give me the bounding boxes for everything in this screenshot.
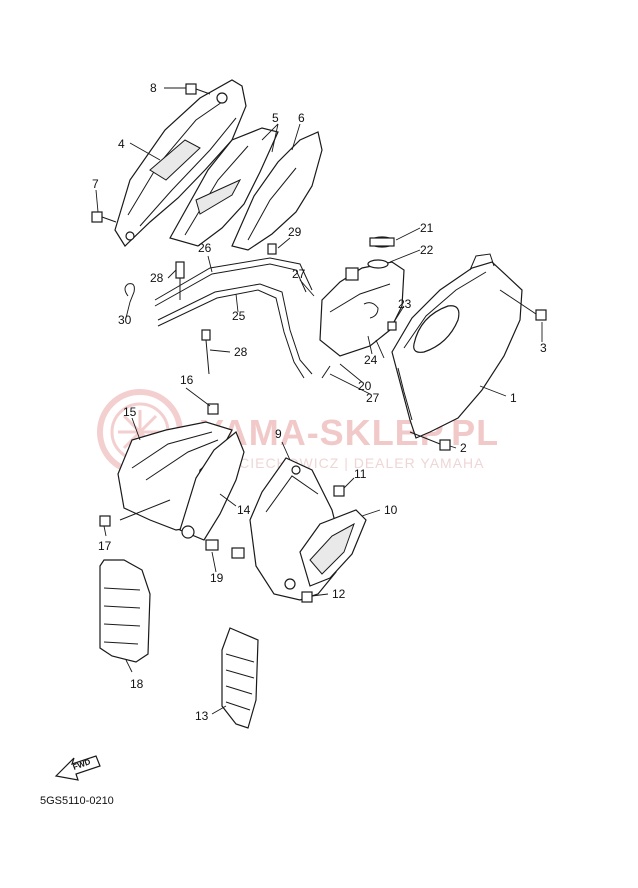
callout-17: 17	[98, 539, 112, 553]
bolt-2	[409, 431, 451, 451]
callout-28-upper: 28	[150, 271, 164, 285]
callout-21: 21	[420, 221, 434, 235]
callout-6: 6	[298, 111, 305, 125]
part-26-hose	[154, 257, 313, 307]
callout-8: 8	[150, 81, 157, 95]
fwd-arrow-icon: FWD	[54, 755, 101, 781]
callout-10: 10	[384, 503, 398, 517]
callout-11: 11	[354, 467, 367, 481]
bolt-23	[387, 321, 397, 331]
callout-27-upper: 27	[292, 267, 306, 281]
bolt-17	[99, 515, 111, 527]
bolt-12	[301, 591, 313, 603]
part-5-side-cover-strip	[169, 127, 279, 247]
callout-19: 19	[210, 571, 224, 585]
callout-28-lower: 28	[234, 345, 248, 359]
part-22-gasket	[367, 259, 389, 269]
bolt-11	[333, 485, 345, 497]
part-21-cap	[369, 236, 395, 248]
part-15-radiator-cover	[117, 421, 233, 531]
part-19-clip-a	[205, 539, 219, 551]
callout-27-lower: 27	[366, 391, 380, 405]
callout-30: 30	[118, 313, 132, 327]
callout-3: 3	[540, 341, 547, 355]
callout-24: 24	[364, 353, 378, 367]
callout-7: 7	[92, 177, 99, 191]
callout-18: 18	[130, 677, 144, 691]
part-30-clip	[124, 283, 135, 303]
callout-4: 4	[118, 137, 125, 151]
callout-26: 26	[198, 241, 212, 255]
part-1-number-plate	[391, 253, 523, 439]
bolt-8	[185, 83, 211, 95]
diagram-code: 5GS5110-0210	[40, 795, 114, 807]
callout-14: 14	[237, 503, 251, 517]
part-10-panel-plate	[299, 509, 367, 587]
part-13-radiator-louver	[221, 627, 259, 729]
callout-labels: 1 2 3 4 5 6 7 8 9 10 11 12 13 14 15 16 1…	[92, 81, 547, 723]
callout-25: 25	[232, 309, 246, 323]
bolt-16	[207, 403, 219, 415]
callout-16: 16	[180, 373, 194, 387]
part-20-reservoir-tank	[319, 261, 405, 379]
callout-22: 22	[420, 243, 434, 257]
callout-1: 1	[510, 391, 517, 405]
part-4-side-cover	[114, 79, 247, 247]
part-25-hose	[157, 283, 313, 379]
watermark-subtitle: WOJCIECHOWICZ | DEALER YAMAHA	[205, 455, 484, 471]
callout-12: 12	[332, 587, 346, 601]
callout-29: 29	[288, 225, 302, 239]
callout-13: 13	[195, 709, 209, 723]
bolt-7	[91, 211, 117, 223]
bolt-3	[499, 289, 547, 321]
callout-15: 15	[123, 405, 137, 419]
callout-23: 23	[398, 297, 412, 311]
part-14-radiator-shroud	[179, 431, 245, 541]
callout-9: 9	[275, 427, 282, 441]
part-28-clamp-upper	[175, 261, 185, 300]
callout-20: 20	[358, 379, 372, 393]
leader-lines	[95, 87, 543, 715]
part-6-side-cover	[231, 131, 323, 251]
part-18-radiator-guard	[99, 559, 151, 663]
part-19-clip-b	[231, 547, 245, 559]
part-28-clamp-lower	[201, 329, 211, 375]
callout-2: 2	[460, 441, 467, 455]
callout-5: 5	[272, 111, 279, 125]
part-29-clamp	[267, 243, 277, 255]
